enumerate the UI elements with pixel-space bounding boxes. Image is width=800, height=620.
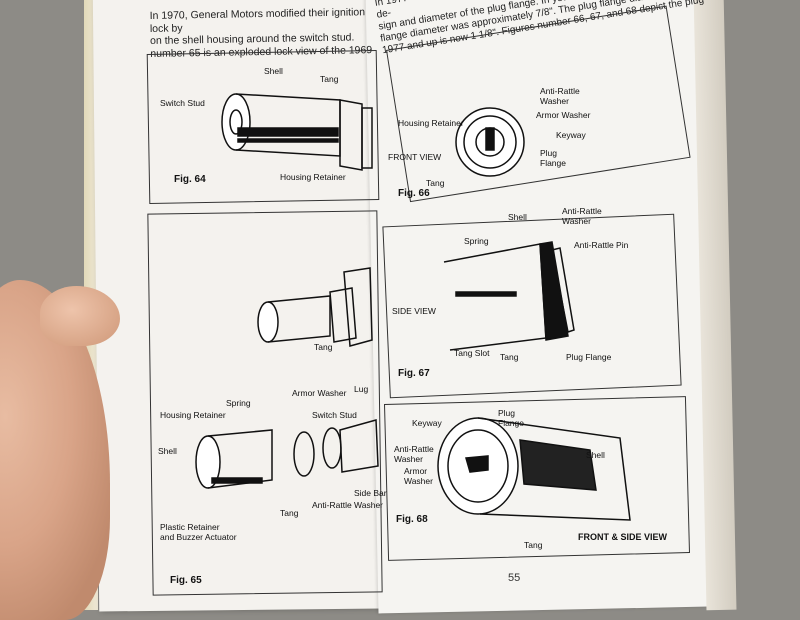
callout-tang: Tang: [314, 342, 333, 352]
callout-shell: Shell: [158, 446, 177, 456]
callout-spring: Spring: [464, 236, 489, 246]
callout-spring: Spring: [226, 398, 251, 408]
view-label: SIDE VIEW: [392, 306, 436, 316]
callout-shell: Shell: [508, 212, 527, 222]
callout-tang: Tang: [500, 352, 519, 362]
figure-65-label: Fig. 65: [170, 575, 202, 586]
callout-housing-retainer: Housing Retainer: [160, 410, 226, 420]
callout-switch-stud: Switch Stud: [160, 98, 205, 108]
callout-switch-stud: Switch Stud: [312, 410, 357, 420]
callout-plug-flange: Plug Flange: [566, 352, 612, 362]
callout-lug: Lug: [354, 384, 369, 394]
view-label: FRONT VIEW: [388, 152, 442, 162]
callout-armor-washer: Armor Washer: [536, 110, 591, 120]
figure-64-label: Fig. 64: [174, 174, 206, 185]
callout-armor-washer: Armor Washer: [292, 388, 347, 398]
callout-anti-rattle-washer: Anti-Rattle Washer: [394, 444, 434, 464]
callout-tang: Tang: [280, 508, 299, 518]
callout-tang: Tang: [320, 74, 339, 84]
callout-anti-rattle-pin: Anti-Rattle Pin: [574, 240, 629, 250]
callout-tang: Tang: [524, 540, 543, 550]
view-label: FRONT & SIDE VIEW: [578, 532, 668, 542]
callout-keyway: Keyway: [412, 418, 442, 428]
page-number: 55: [508, 572, 521, 584]
figure-66-label: Fig. 66: [398, 188, 430, 199]
callout-plug-flange: Plug Flange: [540, 148, 566, 168]
callout-keyway: Keyway: [556, 130, 586, 140]
callout-plug-flange: Plug Flange: [498, 408, 524, 428]
callout-anti-rattle-washer: Anti-Rattle Washer: [312, 500, 384, 510]
figure-68-label: Fig. 68: [396, 514, 428, 525]
callout-housing-retainer: Housing Retainer: [398, 118, 464, 128]
callout-side-bar: Side Bar: [354, 488, 387, 498]
callout-tang: Tang: [426, 178, 445, 188]
callout-shell: Shell: [264, 66, 283, 76]
callout-housing-retainer: Housing Retainer: [280, 172, 346, 182]
callout-plastic-retainer: Plastic Retainer: [160, 522, 220, 532]
figure-67-label: Fig. 67: [398, 368, 430, 379]
book-photo: In 1970, General Motors modified their i…: [0, 0, 737, 620]
callout-anti-rattle-washer: Anti-Rattle Washer: [562, 206, 602, 226]
callout-anti-rattle-washer: Anti-Rattle Washer: [540, 86, 580, 106]
callout-buzzer-actuator: and Buzzer Actuator: [160, 532, 237, 542]
callout-tang-slot: Tang Slot: [454, 348, 490, 358]
callout-armor-washer: Armor Washer: [404, 466, 433, 486]
callout-shell: Shell: [586, 450, 605, 460]
thumb: [40, 286, 120, 346]
